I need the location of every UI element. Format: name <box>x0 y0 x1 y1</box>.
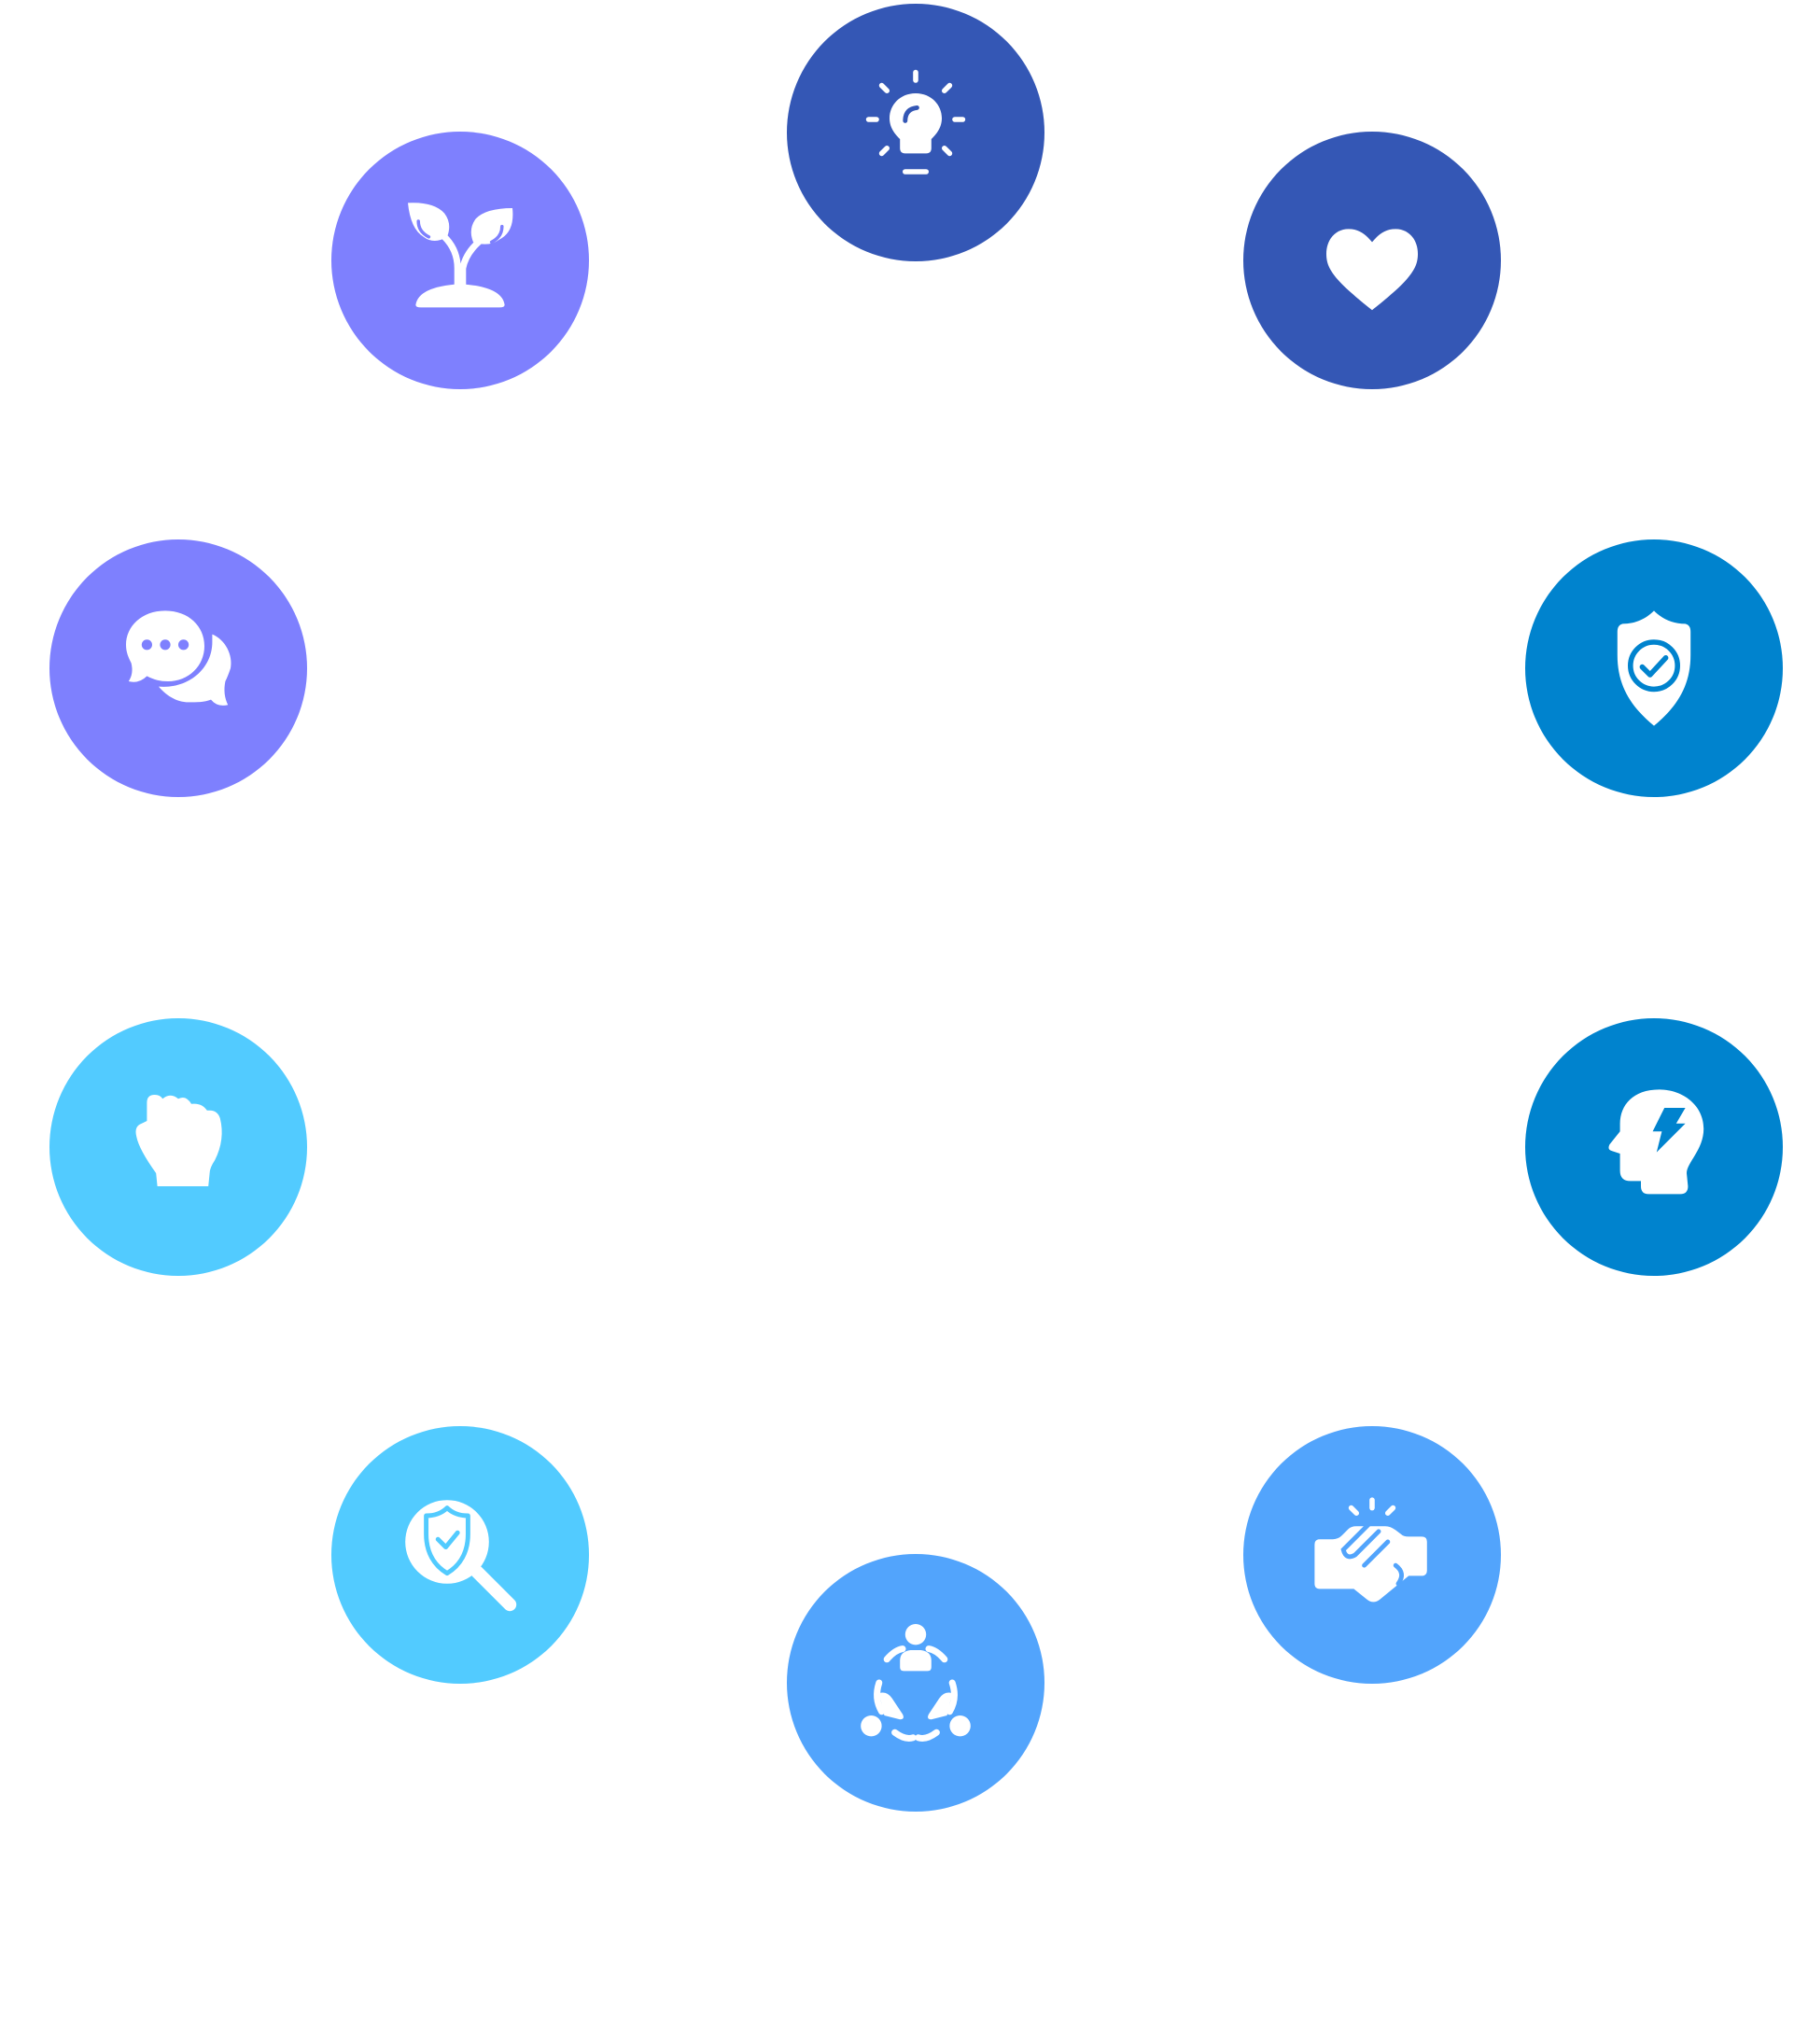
handshake-icon <box>1314 1497 1427 1603</box>
head-lightning-node <box>1525 1018 1783 1276</box>
shield-check-node <box>1525 539 1783 797</box>
head-lightning-icon <box>1608 1089 1704 1195</box>
team-cycle-icon <box>861 1624 971 1742</box>
lightbulb-node <box>787 4 1044 261</box>
shield-search-icon <box>405 1500 517 1612</box>
raised-fist-icon <box>135 1095 222 1186</box>
chat-bubbles-icon <box>126 610 231 706</box>
chat-bubbles-node <box>49 539 307 797</box>
shield-search-node <box>331 1426 589 1684</box>
sprout-node <box>331 132 589 389</box>
sprout-icon <box>408 203 513 308</box>
heart-icon <box>1326 229 1418 311</box>
raised-fist-node <box>49 1018 307 1276</box>
shield-check-icon <box>1617 610 1691 726</box>
lightbulb-icon <box>865 69 966 175</box>
heart-node <box>1243 132 1501 389</box>
team-cycle-node <box>787 1554 1044 1812</box>
handshake-node <box>1243 1426 1501 1684</box>
